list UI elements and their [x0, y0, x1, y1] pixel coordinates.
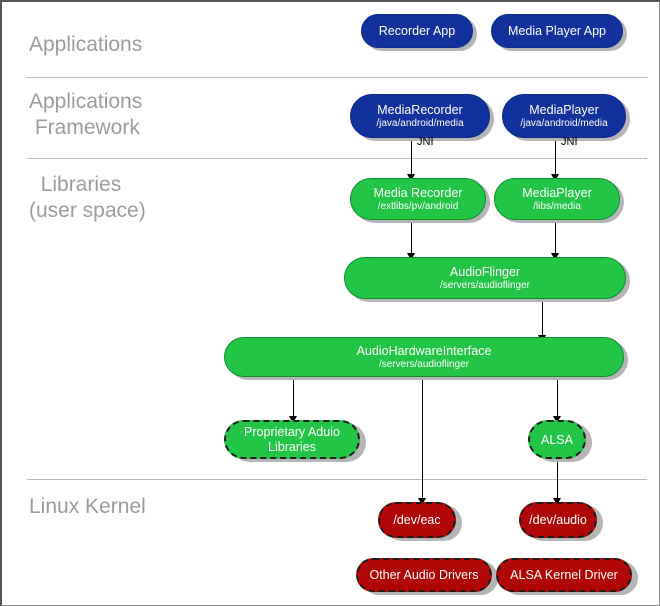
node-mediaplayer-framework-path: /java/android/media: [520, 117, 608, 129]
edge-ahi-to-alsa: [557, 376, 558, 420]
node-media-player-app-title: Media Player App: [508, 24, 606, 38]
node-audioflinger[interactable]: AudioFlinger /servers/audioflinger: [344, 257, 626, 299]
node-proprietary-audio-libraries-title: Proprietary Aduio: [244, 424, 340, 439]
node-audiohardwareinterface[interactable]: AudioHardwareInterface /servers/audiofli…: [224, 337, 624, 377]
node-mediaplayer-framework[interactable]: MediaPlayer /java/android/media: [502, 94, 626, 138]
node-mediarecorder-framework-title: MediaRecorder: [377, 102, 463, 117]
edge-audioflinger-to-ahi: [542, 299, 543, 339]
node-audioflinger-title: AudioFlinger: [449, 264, 521, 279]
edge-label-jni-right: JNI: [561, 136, 578, 148]
node-media-recorder-library[interactable]: Media Recorder /extlibs/pv/android: [350, 178, 486, 220]
edge-ahi-to-proprietary: [293, 376, 294, 420]
node-alsa[interactable]: ALSA: [528, 420, 586, 459]
divider-kernel: [27, 479, 647, 480]
node-mediaplayer-framework-title: MediaPlayer: [529, 102, 599, 117]
edge-mediarecorder-to-lib: [411, 140, 412, 178]
edge-mediaplayer-to-lib: [555, 140, 556, 178]
edge-alsa-to-dev-audio: [557, 457, 558, 503]
node-mediaplayer-library-path: /libs/media: [533, 200, 581, 212]
node-mediarecorder-framework-path: /java/android/media: [376, 117, 464, 129]
node-recorder-app[interactable]: Recorder App: [361, 14, 473, 48]
node-recorder-app-title: Recorder App: [378, 24, 456, 38]
node-mediarecorder-framework[interactable]: MediaRecorder /java/android/media: [350, 94, 490, 138]
node-dev-audio[interactable]: /dev/audio: [519, 502, 597, 538]
node-proprietary-audio-libraries[interactable]: Proprietary Aduio Libraries: [224, 420, 360, 459]
edge-mediaplayerlib-to-audioflinger: [555, 220, 556, 256]
edge-label-jni-left: JNI: [417, 136, 434, 148]
node-audiohardwareinterface-title: AudioHardwareInterface: [356, 343, 492, 358]
band-label-applications: Applications: [29, 33, 143, 56]
node-alsa-title: ALSA: [541, 432, 573, 447]
edge-ahi-to-dev-eac: [422, 376, 423, 502]
band-label-linux-kernel: Linux Kernel: [29, 495, 146, 518]
node-media-recorder-library-title: Media Recorder: [373, 185, 463, 200]
node-other-audio-drivers[interactable]: Other Audio Drivers: [356, 558, 492, 592]
divider-framework: [27, 158, 647, 159]
node-mediaplayer-library[interactable]: MediaPlayer /libs/media: [494, 178, 620, 220]
node-proprietary-audio-libraries-title2: Libraries: [268, 439, 316, 454]
node-alsa-kernel-driver[interactable]: ALSA Kernel Driver: [496, 558, 632, 592]
node-dev-eac[interactable]: /dev/eac: [378, 502, 456, 538]
edge-mediarecorderlib-to-audioflinger: [411, 220, 412, 256]
node-audioflinger-path: /servers/audioflinger: [439, 279, 531, 291]
node-mediaplayer-library-title: MediaPlayer: [522, 185, 592, 200]
node-dev-eac-title: /dev/eac: [393, 513, 441, 527]
node-audiohardwareinterface-path: /servers/audioflinger: [378, 358, 470, 370]
node-media-player-app[interactable]: Media Player App: [491, 14, 623, 48]
node-alsa-kernel-driver-title: ALSA Kernel Driver: [510, 568, 618, 582]
band-label-applications-framework: Applications Framework: [29, 90, 143, 139]
node-media-recorder-library-path: /extlibs/pv/android: [377, 200, 459, 212]
band-label-libraries: Libraries (user space): [29, 173, 146, 222]
node-dev-audio-title: /dev/audio: [529, 513, 587, 527]
node-other-audio-drivers-title: Other Audio Drivers: [369, 568, 479, 582]
divider-applications: [27, 77, 647, 78]
